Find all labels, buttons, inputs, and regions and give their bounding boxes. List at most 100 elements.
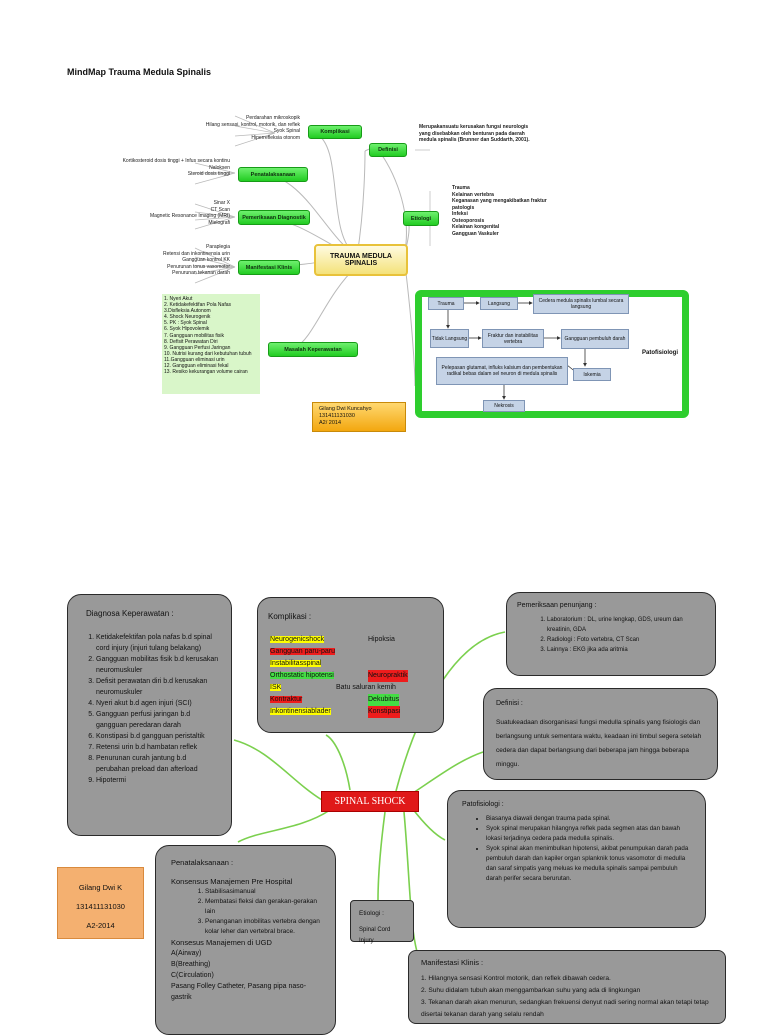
masalah-item: 8. Defisit Perawatan Diri <box>164 338 218 345</box>
author-name: Gilang Dwi Kuncahyo <box>319 406 372 412</box>
node-masalah-keperawatan: Masalah Keperawatan <box>268 342 358 357</box>
patofisiologi-arrows <box>446 301 587 400</box>
patofisiologi-item: Syok spinal akan menimbulkan hipotensi, … <box>486 844 691 884</box>
penatalaksanaan-sub2: Konsesus Manajemen di UGD <box>171 938 272 947</box>
pemeriksaan-item: Mielografi <box>208 219 230 226</box>
patofisiologi-title: Patofisiologi : <box>462 801 504 808</box>
penatalaksanaan-item: Steroid dosis tinggi <box>187 171 230 177</box>
manifestasi-item: 3. Tekanan darah akan menurun, sedangkan… <box>421 999 709 1018</box>
manifestasi-item: Retensi dan inkontinensia urin <box>163 250 230 257</box>
penatalaksanaan-item: C(Circulation) <box>171 972 214 979</box>
komplikasi-item: Dekubitus <box>368 694 400 706</box>
pato-iskemia: Iskemia <box>573 368 611 381</box>
node-komplikasi: Komplikasi <box>308 125 362 139</box>
penatalaksanaan-list2: A(Airway) B(Breathing) C(Circulation) Pa… <box>171 948 325 1003</box>
manifestasi-items: Paraplegia Retensi dan inkontinensia uri… <box>100 244 230 277</box>
etiologi-item: Keganasan yang mengakibatkan fraktur pat… <box>452 198 547 211</box>
masalah-item: 7. Gangguan mobilitas fisik <box>164 332 225 339</box>
komplikasi-item: ISK <box>270 684 282 691</box>
diagnosa-item: Gangguan perfusi jaringan b.d gangguan p… <box>96 709 221 731</box>
manifestasi-klinis-box: Manifestasi Klinis : 1. Hilangnya sensas… <box>408 950 726 1024</box>
masalah-item: 6. Syok Hipovolemik <box>164 326 210 333</box>
etiologi-item: Kelainan vertebra <box>452 191 494 198</box>
penatalaksanaan-item: Kortikosteroid dosis tinggi + Infus seca… <box>122 158 230 164</box>
diagnosa-item: Defisit perawatan diri b.d kerusakan neu… <box>96 676 221 698</box>
author-name: Gilang Dwi K <box>78 883 123 892</box>
masalah-item: 3.Disfleksia Autonom <box>164 308 211 315</box>
komplikasi-item: Neuropraktik <box>368 670 408 682</box>
diagnosa-item: Retensi urin b.d hambatan reflek <box>96 742 221 753</box>
etiologi-item: Osteoporosis <box>452 217 485 224</box>
masalah-item: 2. Ketidakefektifan Pola Nafas <box>164 302 231 309</box>
komplikasi-item: Hipoksia <box>368 636 395 643</box>
pato-trauma: Trauma <box>428 297 464 310</box>
diagnosa-item: Penurunan curah jantung b.d perubahan pr… <box>96 753 221 775</box>
manifestasi-title: Manifestasi Klinis : <box>421 958 484 967</box>
pemeriksaan-items: Sinar X CT Scan Magnetic Resonance Imagi… <box>85 200 230 226</box>
node-definisi: Definisi <box>369 143 407 157</box>
etiologi-item: Infeksi <box>452 211 468 217</box>
pemeriksaan-item: Radiologi : Foto vertebra, CT Scan <box>547 635 705 645</box>
patofisiologi-item: Biasanya diawali dengan trauma pada spin… <box>486 814 691 824</box>
komplikasi-item: Perdarahan mikroskopik <box>246 115 300 121</box>
patofisiologi-list: Biasanya diawali dengan trauma pada spin… <box>462 814 691 884</box>
pato-fraktur: Fraktur dan instabilitas vertebra <box>482 329 544 348</box>
node-manifestasi-klinis: Manifestasi Klinis <box>238 260 300 275</box>
komplikasi-grid: Neurogenicshock Hipoksia Gangguan paru-p… <box>270 634 440 718</box>
manifestasi-item: Paraplegia <box>206 244 230 250</box>
komplikasi-item: Syok Spinal <box>273 128 300 134</box>
penatalaksanaan-title: Penatalaksanaan : <box>171 858 234 867</box>
komplikasi-item: Inkontinensiablader <box>270 708 331 715</box>
diagnosa-list: Ketidakefektifan pola nafas b.d spinal c… <box>78 632 221 786</box>
komplikasi-item: Hiperrefleksia otonom <box>251 134 300 141</box>
diagnosa-item: Hipotermi <box>96 775 221 786</box>
definisi-text: Suatukeadaan disorganisasi fungsi medull… <box>496 719 702 768</box>
definisi-text: Merupakansuatu kerusakan fungsi neurolog… <box>419 124 530 143</box>
etiologi-items: Trauma Kelainan vertebra Keganasan yang … <box>452 185 552 237</box>
masalah-item: 4. Shock Neurogenik <box>164 314 211 321</box>
komplikasi-item: Konstipasi <box>368 706 401 718</box>
manifestasi-item: 1. Hilangnya sensasi Kontrol motorik, da… <box>421 975 611 982</box>
author-card-top: Gilang Dwi Kuncahyo 131411131030 A2/ 201… <box>312 402 406 432</box>
page-title: MindMap Trauma Medula Spinalis <box>67 67 212 77</box>
etiologi-item: Trauma <box>452 185 470 191</box>
patofisiologi-box: Patofisiologi : Biasanya diawali dengan … <box>447 790 706 928</box>
diagnosa-title: Diagnosa Keperawatan : <box>86 609 174 618</box>
penatalaksanaan-item: Penanganan imobilitas vertebra dengan ko… <box>205 917 325 937</box>
penatalaksanaan-item: Pasang Folley Catheter, Pasang pipa naso… <box>171 983 307 1001</box>
diagnosa-item: Nyeri akut b.d agen injuri (SCI) <box>96 698 221 709</box>
masalah-item: 12. Gangguan eliminasi fekal <box>164 363 229 370</box>
author-card-bottom: Gilang Dwi K 131411131030 A2-2014 <box>57 867 144 939</box>
komplikasi-item: Kontraktur <box>270 696 303 703</box>
komplikasi-box: Komplikasi : Neurogenicshock Hipoksia Ga… <box>257 597 444 733</box>
masalah-item: 5. PK : Syok Spinal <box>164 320 207 327</box>
penatalaksanaan-item: Naloksen <box>209 164 230 171</box>
node-pemeriksaan-diagnostik: Pemeriksaan Diagnostik <box>238 210 310 225</box>
komplikasi-item: Hilang sensasi, kontrol, motorik, dan re… <box>205 121 300 128</box>
manifestasi-item: Penurunan tekanan darah <box>172 270 230 276</box>
penatalaksanaan-sub1: Konsensus Manajemen Pre Hospital <box>171 877 293 886</box>
node-etiologi: Etiologi <box>403 211 439 226</box>
pato-tidak-langsung: Tidak Langsung <box>430 329 469 348</box>
diagnosa-item: Gangguan mobilitas fisik b.d kerusakan n… <box>96 654 221 676</box>
mindmap-center-node: TRAUMA MEDULA SPINALIS <box>314 244 408 276</box>
etiologi-title: Etiologi : <box>359 910 384 917</box>
pato-nekrosis: Nekrosis <box>483 400 525 412</box>
manifestasi-item: Penurunan tonus vasomotor <box>167 263 230 270</box>
author-nim: 131411131030 <box>76 902 125 911</box>
pemeriksaan-item: Magnetic Resonance Imaging (MRI) <box>149 213 230 219</box>
pemeriksaan-item: Laboratorium : DL, urine lengkap, GDS, u… <box>547 615 705 635</box>
diagnosa-keperawatan-box: Diagnosa Keperawatan : Ketidakefektifan … <box>67 594 232 836</box>
penatalaksanaan-item: Membatasi fleksi dan gerakan-gerakan lai… <box>205 897 325 917</box>
manifestasi-item: 2. Suhu didalam tubuh akan menggambarkan… <box>421 987 641 994</box>
author-nim: 131411131030 <box>319 413 355 419</box>
patofisiologi-flow: Trauma Langsung Cedera medula spinalis l… <box>415 290 689 418</box>
komplikasi-items: Perdarahan mikroskopik Hilang sensasi, k… <box>140 115 300 141</box>
komplikasi-title: Komplikasi : <box>268 612 312 621</box>
penatalaksanaan-list1: Stabilisasimanual Membatasi fleksi dan g… <box>171 887 325 937</box>
pemeriksaan-penunjang-box: Pemeriksaan penunjang : Laboratorium : D… <box>506 592 716 676</box>
pemeriksaan-title: Pemeriksaan penunjang : <box>517 602 597 609</box>
masalah-item: 11.Gangguan eliminasi urin <box>164 356 225 363</box>
pemeriksaan-item: CT Scan <box>210 206 230 213</box>
penatalaksanaan-item: A(Airway) <box>171 950 202 957</box>
